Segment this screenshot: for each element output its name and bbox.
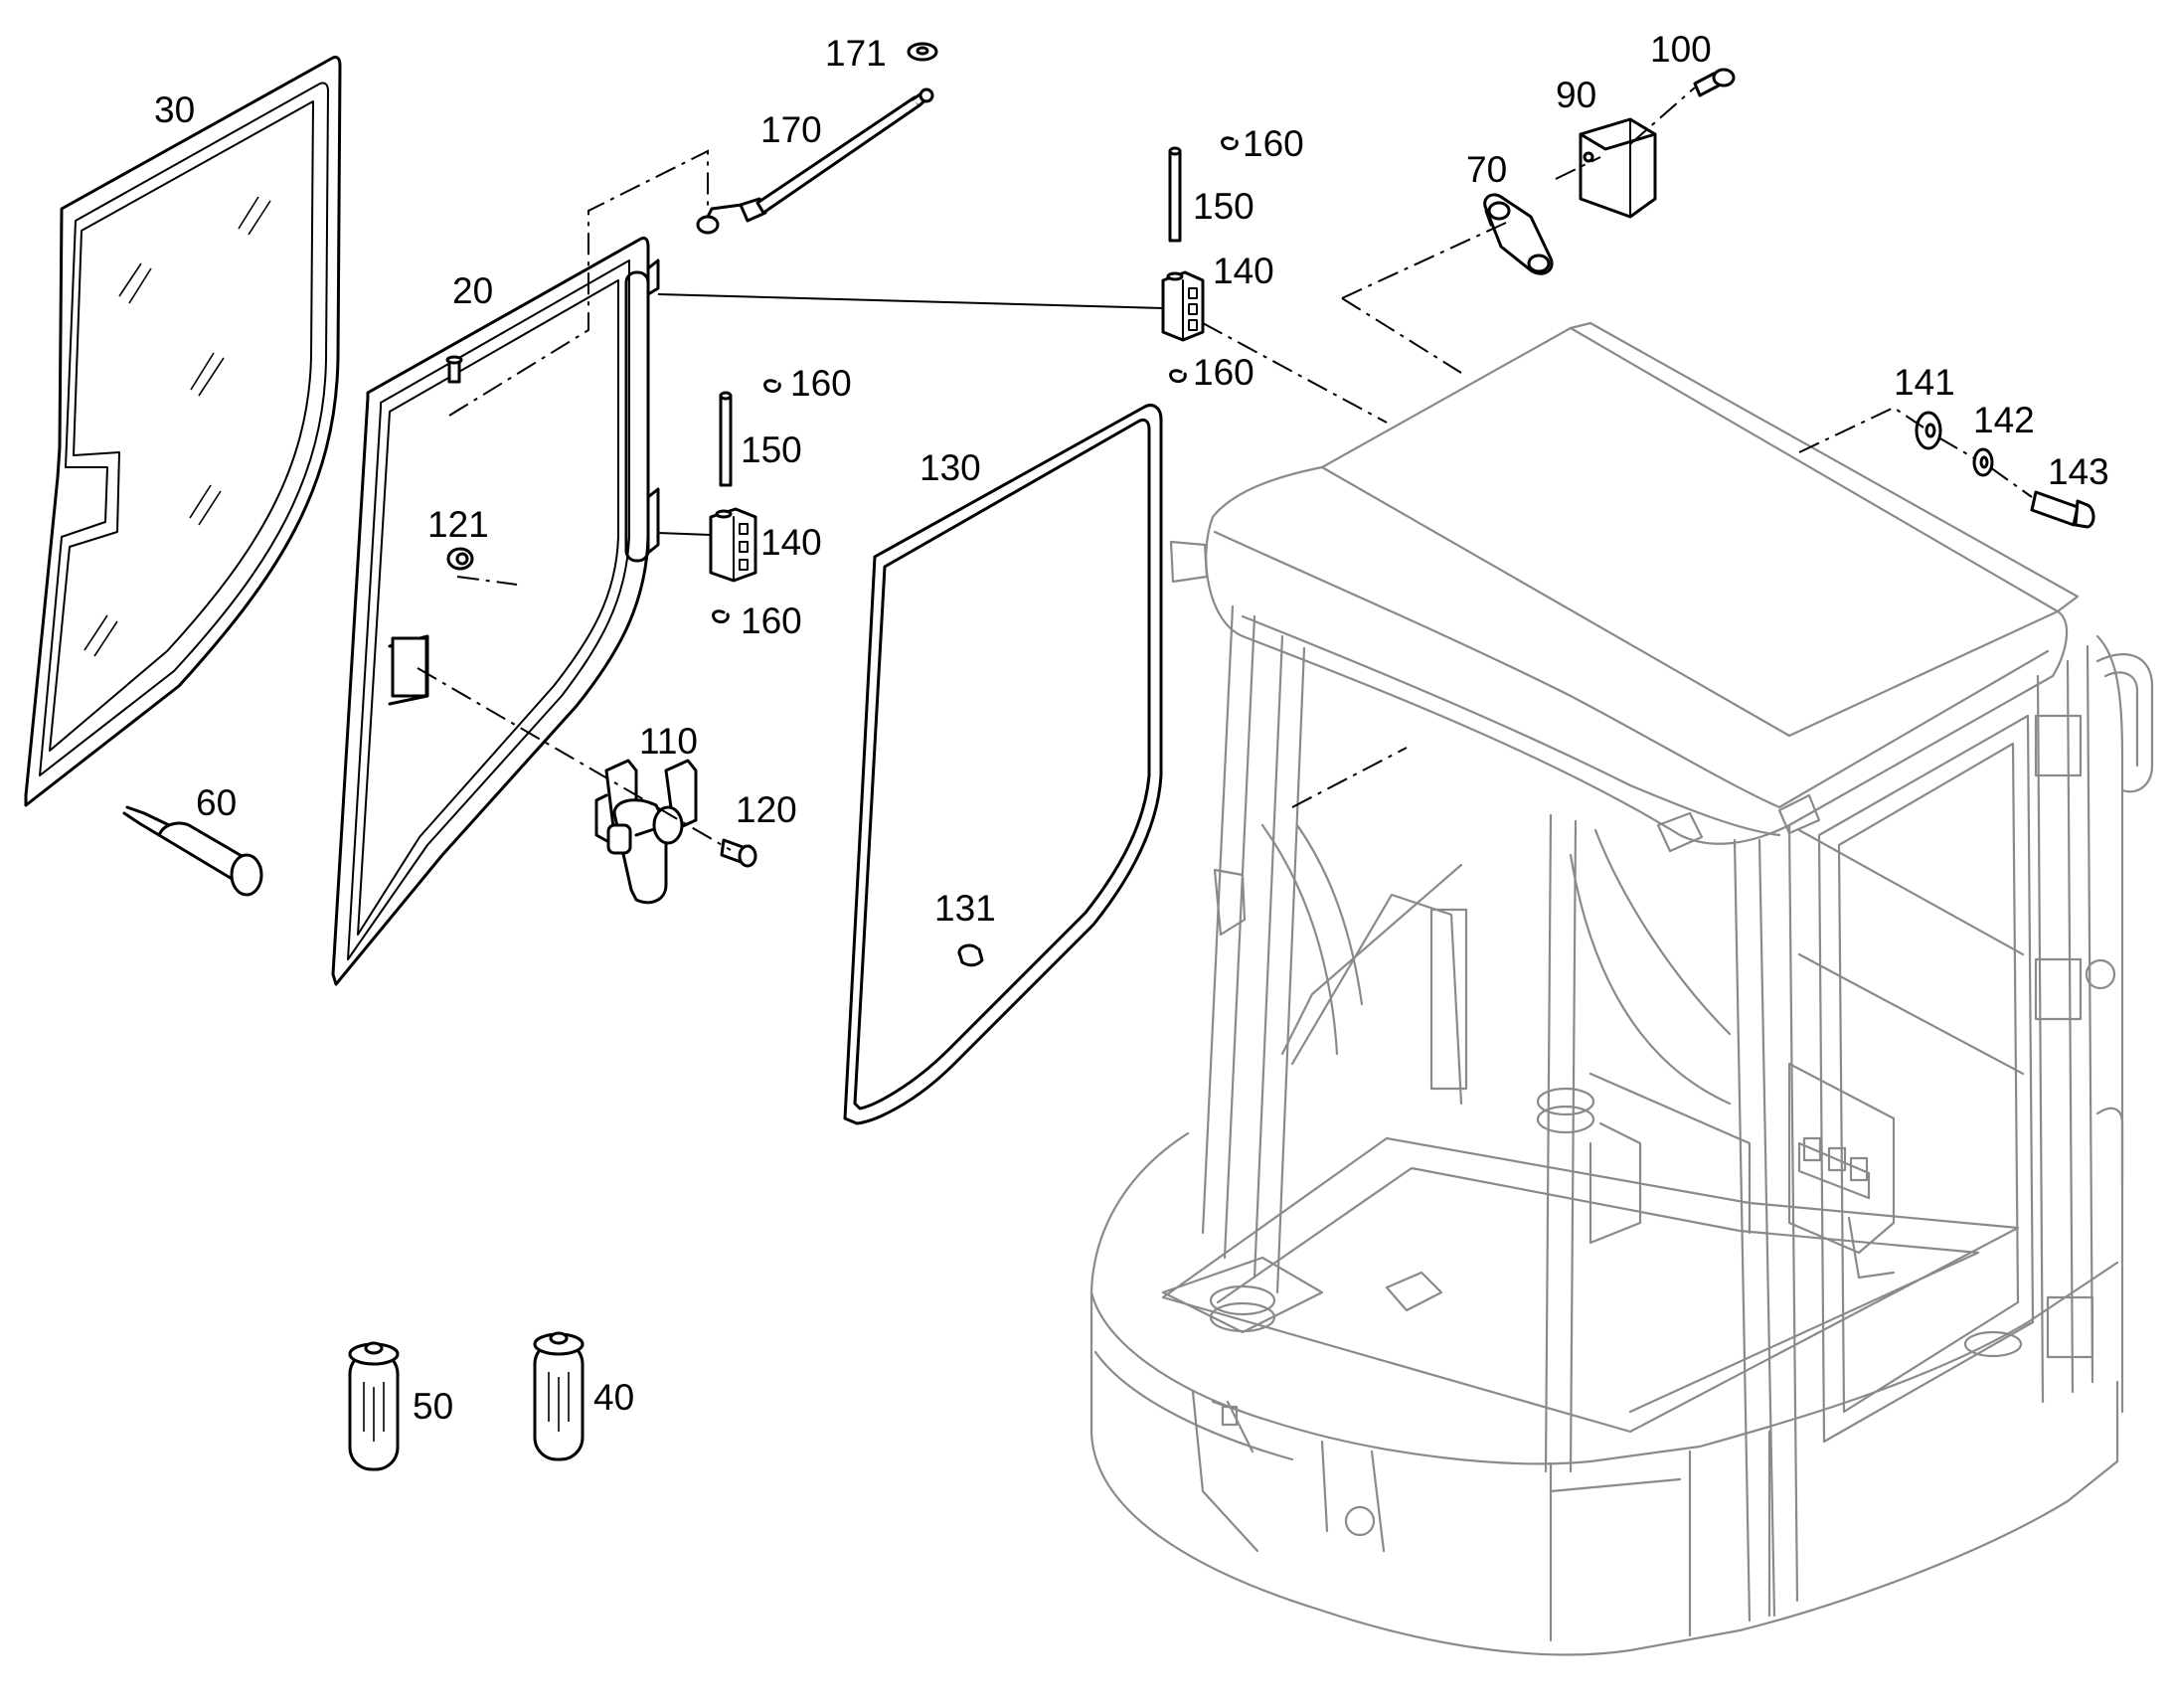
label-160-upper-bottom: 160 xyxy=(1193,352,1254,393)
cartridge-40 xyxy=(533,1331,585,1461)
label-150-upper: 150 xyxy=(1193,186,1254,227)
label-140-upper: 140 xyxy=(1213,251,1274,291)
seal-130 xyxy=(843,404,1163,1125)
window-glass-30 xyxy=(24,56,342,807)
label-30: 30 xyxy=(154,89,195,130)
label-170: 170 xyxy=(760,109,822,150)
screw-120 xyxy=(720,838,757,868)
label-160-lower-top: 160 xyxy=(790,363,852,404)
label-150-lower: 150 xyxy=(741,429,802,470)
label-100: 100 xyxy=(1650,29,1712,70)
label-130: 130 xyxy=(919,447,981,488)
adhesive-tube-60 xyxy=(122,805,263,897)
label-70: 70 xyxy=(1466,149,1507,190)
bolt-143 xyxy=(2030,490,2095,529)
circlip-160-d xyxy=(712,609,730,624)
bolt-100 xyxy=(1693,68,1736,97)
label-120: 120 xyxy=(736,789,797,830)
pin-150-lower xyxy=(719,391,733,487)
pin-150-upper xyxy=(1168,146,1182,243)
label-171: 171 xyxy=(825,33,887,74)
label-20: 20 xyxy=(452,270,493,311)
nut-121 xyxy=(446,547,474,571)
door-frame-20 xyxy=(331,237,660,986)
leader-lines xyxy=(657,293,1164,536)
circlip-160-b xyxy=(1169,369,1187,384)
cartridge-50 xyxy=(348,1341,400,1471)
hinge-140-upper xyxy=(1161,270,1205,342)
washer-141 xyxy=(1915,411,1942,450)
label-141: 141 xyxy=(1894,362,1955,403)
label-142: 142 xyxy=(1973,400,2035,440)
label-131: 131 xyxy=(934,888,996,929)
label-40: 40 xyxy=(593,1377,634,1418)
centerlines xyxy=(417,86,2033,851)
washer-142 xyxy=(1972,447,1994,477)
label-160-lower-bottom: 160 xyxy=(741,600,802,641)
label-110: 110 xyxy=(639,721,698,762)
plug-131 xyxy=(957,943,984,967)
label-50: 50 xyxy=(413,1386,453,1427)
label-143: 143 xyxy=(2048,451,2109,492)
gas-strut-170 xyxy=(696,87,934,235)
label-160-top: 160 xyxy=(1243,123,1304,164)
callout-labels: 30 20 170 171 160 150 140 160 160 150 14… xyxy=(154,29,2109,1427)
label-90: 90 xyxy=(1556,75,1596,115)
bracket-70 xyxy=(1483,193,1554,275)
block-90 xyxy=(1579,117,1657,219)
label-60: 60 xyxy=(196,782,237,823)
washer-171 xyxy=(907,42,938,62)
lock-110 xyxy=(594,759,698,905)
cab-frame xyxy=(1089,321,2154,1656)
circlip-160-c xyxy=(763,379,781,394)
label-121: 121 xyxy=(427,504,489,545)
hinge-140-lower xyxy=(709,507,757,583)
label-140-lower: 140 xyxy=(760,522,822,563)
circlip-160-a xyxy=(1221,136,1239,151)
